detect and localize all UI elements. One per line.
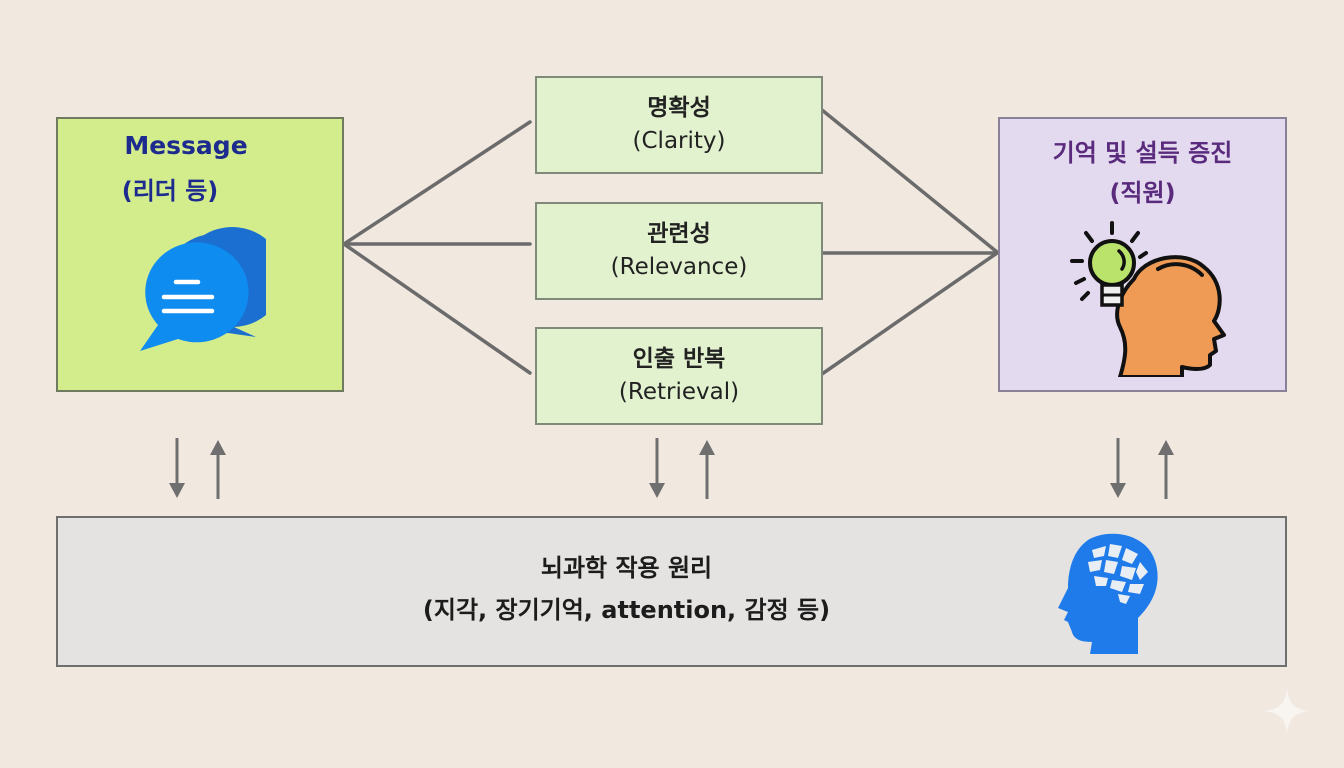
factor-box-clarity: 명확성 (Clarity) (535, 76, 823, 174)
arrow-pair-left (169, 438, 226, 499)
memory-persuasion-target-box: 기억 및 설득 증진 (직원) (998, 117, 1287, 392)
connector-source-to-clarity (342, 120, 532, 246)
connector-source-to-retrieval (342, 242, 532, 375)
factor-title: 인출 반복 (632, 346, 726, 372)
source-title: Message (124, 131, 248, 160)
factor-title: 명확성 (647, 95, 711, 121)
message-source-box: Message (리더 등) (56, 117, 344, 392)
target-subtitle: (직원) (1109, 179, 1176, 207)
sparkle-icon (1264, 688, 1310, 734)
arrow-pair-right (1110, 438, 1174, 499)
connector-retrieval-to-target (820, 251, 999, 376)
factor-subtitle: (Retrieval) (618, 379, 740, 405)
factor-subtitle: (Relevance) (610, 254, 748, 280)
arrow-pair-center (649, 438, 715, 499)
connector-clarity-to-target (820, 108, 999, 254)
foundation-subtitle: (지각, 장기기억, attention, 감정 등) (422, 596, 831, 624)
factor-subtitle: (Clarity) (632, 128, 726, 154)
target-title: 기억 및 설득 증진 (1052, 139, 1233, 167)
neuroscience-foundation-box: 뇌과학 작용 원리 (지각, 장기기억, attention, 감정 등) (56, 516, 1287, 667)
factor-title: 관련성 (647, 221, 711, 247)
chat-bubbles-icon (140, 227, 266, 351)
head-lightbulb-icon (1070, 221, 1226, 377)
brain-head-icon (1058, 533, 1158, 654)
factor-box-retrieval: 인출 반복 (Retrieval) (535, 327, 823, 425)
foundation-title: 뇌과학 작용 원리 (540, 554, 713, 582)
source-subtitle: (리더 등) (121, 177, 219, 205)
factor-box-relevance: 관련성 (Relevance) (535, 202, 823, 300)
